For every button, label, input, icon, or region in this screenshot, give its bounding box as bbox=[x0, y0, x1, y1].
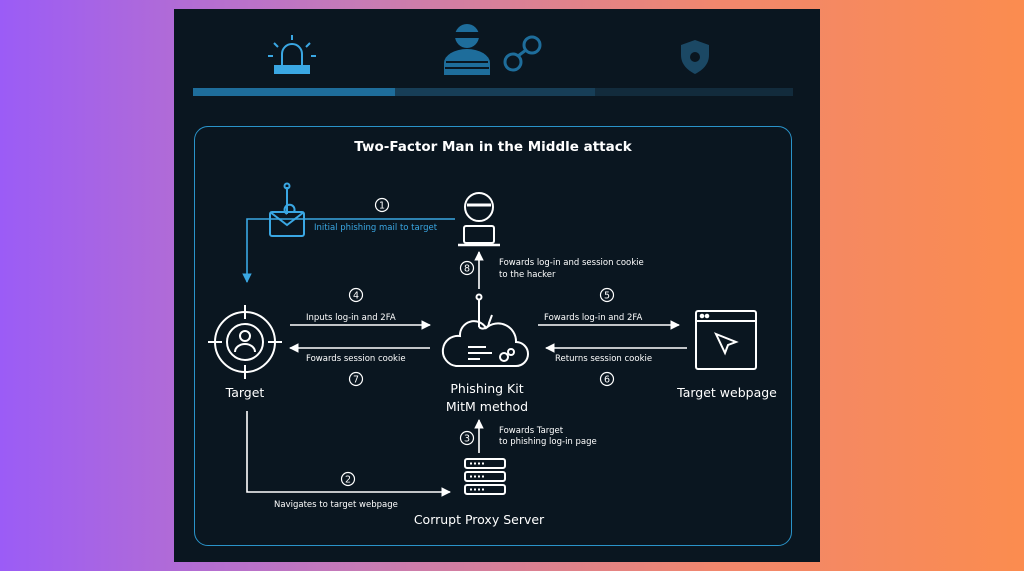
node-phishing-kit-method: MitM method bbox=[446, 399, 528, 414]
edge-2-line bbox=[246, 411, 451, 497]
svg-text:6: 6 bbox=[604, 375, 610, 386]
edge-8-label-2: to the hacker bbox=[499, 270, 556, 280]
edge-8-label: Fowards log-in and session cookie bbox=[499, 258, 644, 268]
progress-bar-segment-1 bbox=[193, 88, 395, 96]
edge-3-label: Fowards Target bbox=[499, 426, 564, 436]
progress-bar-segment-3 bbox=[595, 88, 793, 96]
target-crosshair-icon bbox=[208, 305, 282, 379]
mitm-diagram: Two-Factor Man in the Middle attack bbox=[208, 139, 777, 527]
phishing-mail-icon bbox=[269, 182, 305, 237]
edge-2-label: Navigates to target webpage bbox=[274, 500, 398, 510]
step-7-badge: 7 bbox=[348, 371, 364, 387]
node-target-webpage: Target webpage bbox=[676, 385, 777, 400]
hacker-thief-icon bbox=[444, 24, 490, 75]
step-2-badge: 2 bbox=[340, 471, 356, 487]
diagram-title: Two-Factor Man in the Middle attack bbox=[354, 139, 632, 155]
infographic-panel: Two-Factor Man in the Middle attack bbox=[174, 9, 820, 562]
hacker-icon bbox=[458, 192, 500, 247]
proxy-server-icon bbox=[464, 458, 506, 495]
police-badge-icon bbox=[681, 40, 709, 74]
step-5-badge: 5 bbox=[599, 287, 615, 303]
svg-text:5: 5 bbox=[604, 291, 610, 302]
svg-text:2: 2 bbox=[345, 475, 351, 486]
edge-1-label: Initial phishing mail to target bbox=[314, 223, 438, 233]
edge-4-label: Inputs log-in and 2FA bbox=[306, 313, 396, 323]
svg-text:4: 4 bbox=[353, 291, 359, 302]
svg-text:7: 7 bbox=[353, 375, 359, 386]
node-phishing-kit: Phishing Kit bbox=[450, 381, 523, 396]
node-target: Target bbox=[225, 385, 265, 400]
step-4-badge: 4 bbox=[348, 287, 364, 303]
edge-7-label: Fowards session cookie bbox=[306, 354, 406, 364]
edge-1-line bbox=[242, 218, 455, 283]
siren-icon bbox=[268, 35, 316, 74]
progress-bar-segment-2 bbox=[395, 88, 595, 96]
svg-text:8: 8 bbox=[464, 264, 470, 275]
handcuffs-icon bbox=[503, 35, 542, 72]
phishing-kit-cloud-icon bbox=[441, 293, 529, 367]
target-webpage-icon bbox=[695, 310, 757, 370]
top-icon-bar bbox=[193, 24, 793, 96]
svg-text:3: 3 bbox=[464, 434, 470, 445]
step-8-badge: 8 bbox=[459, 260, 475, 276]
step-1-badge: 1 bbox=[374, 197, 390, 213]
step-3-badge: 3 bbox=[459, 430, 475, 446]
edge-3-label-2: to phishing log-in page bbox=[499, 437, 597, 447]
node-proxy-server: Corrupt Proxy Server bbox=[414, 512, 545, 527]
edge-5-label: Fowards log-in and 2FA bbox=[544, 313, 643, 323]
svg-text:1: 1 bbox=[379, 201, 385, 212]
step-6-badge: 6 bbox=[599, 371, 615, 387]
diagram-frame bbox=[194, 126, 792, 546]
edge-6-label: Returns session cookie bbox=[555, 354, 652, 364]
